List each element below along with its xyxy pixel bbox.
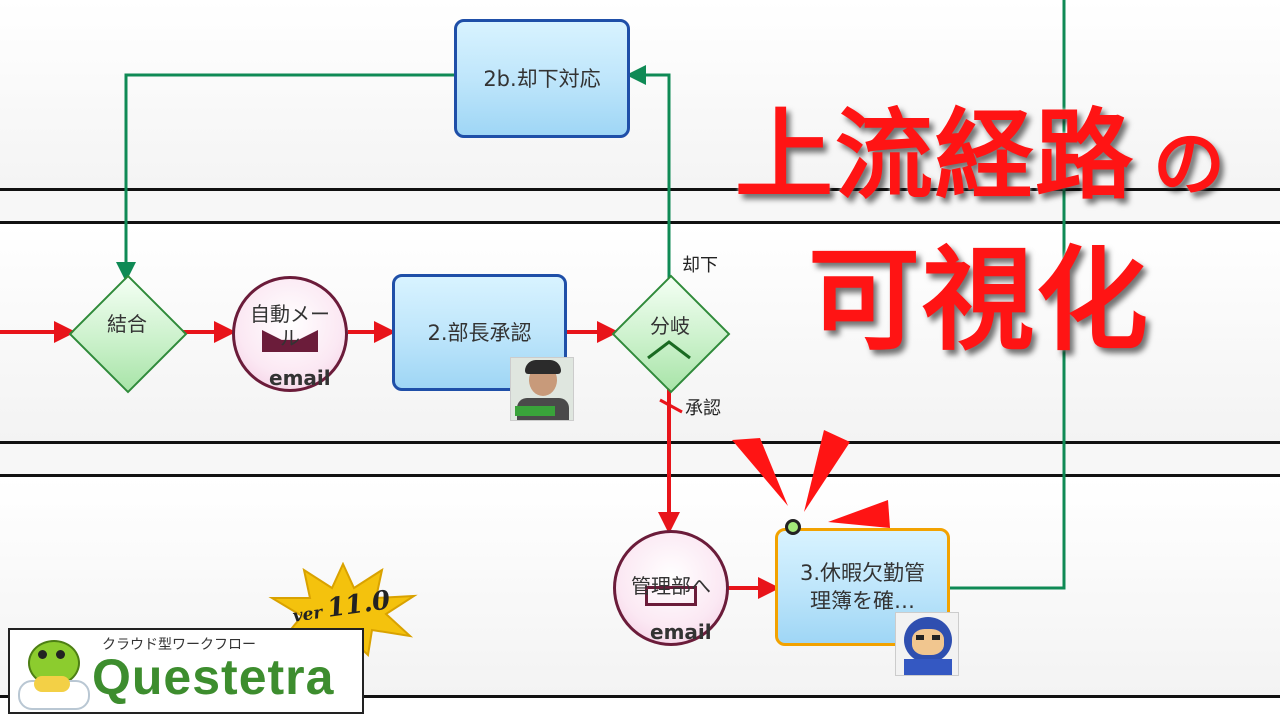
- envelope-icon: [645, 586, 697, 606]
- swimlane-separator: [0, 191, 1280, 221]
- gateway-merge-label: 結合: [107, 312, 147, 336]
- edge-label-reject: 却下: [682, 255, 718, 276]
- questetra-logo: クラウド型ワークフロー Questetra: [8, 628, 364, 714]
- headline-particle: の: [1153, 122, 1228, 206]
- attention-wedge-icon: [732, 430, 890, 528]
- gateway-branch-label: 分岐: [650, 314, 690, 338]
- headline-line1: 上流経路の: [735, 76, 1227, 218]
- task-reject-handling[interactable]: 2b.却下対応: [454, 19, 630, 138]
- swimlane-border: [0, 221, 1280, 224]
- gateway-branch-icon: [647, 340, 691, 360]
- email-tag: email: [269, 366, 331, 390]
- swimlane-border: [0, 188, 1280, 191]
- email-event-label: 自動メー ル: [232, 302, 348, 350]
- swimlane-top: [0, 0, 1280, 188]
- assignee-avatar-character: [895, 612, 959, 676]
- frog-mascot-icon: [18, 636, 90, 710]
- flow-line-upstream: [948, 0, 1066, 590]
- flow-line: [659, 398, 683, 414]
- task-label: 2b.却下対応: [483, 66, 601, 91]
- task-label-line2: 理簿を確…: [810, 589, 915, 613]
- swimlane-border: [0, 695, 1280, 698]
- email-event-label: 管理部へ: [631, 574, 711, 598]
- swimlane-border: [0, 441, 1280, 444]
- task-label-line1: 3.休暇欠勤管: [799, 561, 926, 585]
- email-tag: email: [650, 620, 712, 644]
- headline-main: 上流経路: [735, 99, 1136, 213]
- swimlane-border: [0, 474, 1280, 477]
- connection-handle[interactable]: [785, 519, 801, 535]
- swimlane-separator: [0, 444, 1280, 474]
- logo-wordmark: Questetra: [92, 649, 335, 705]
- assignee-avatar: [510, 357, 574, 421]
- headline-line2: 可視化: [808, 236, 1150, 366]
- edge-label-approve: 承認: [685, 398, 721, 419]
- email-event-label-line2: ル: [280, 326, 300, 350]
- flow-line-upstream: [116, 73, 455, 282]
- flow-line-upstream: [626, 65, 671, 278]
- version-prefix: ver: [291, 602, 324, 627]
- email-event-auto-mail[interactable]: [232, 276, 348, 392]
- logo-subtitle: クラウド型ワークフロー: [102, 637, 256, 653]
- task-label: 2.部長承認: [427, 320, 532, 345]
- email-event-label-line1: 自動メー: [250, 302, 330, 326]
